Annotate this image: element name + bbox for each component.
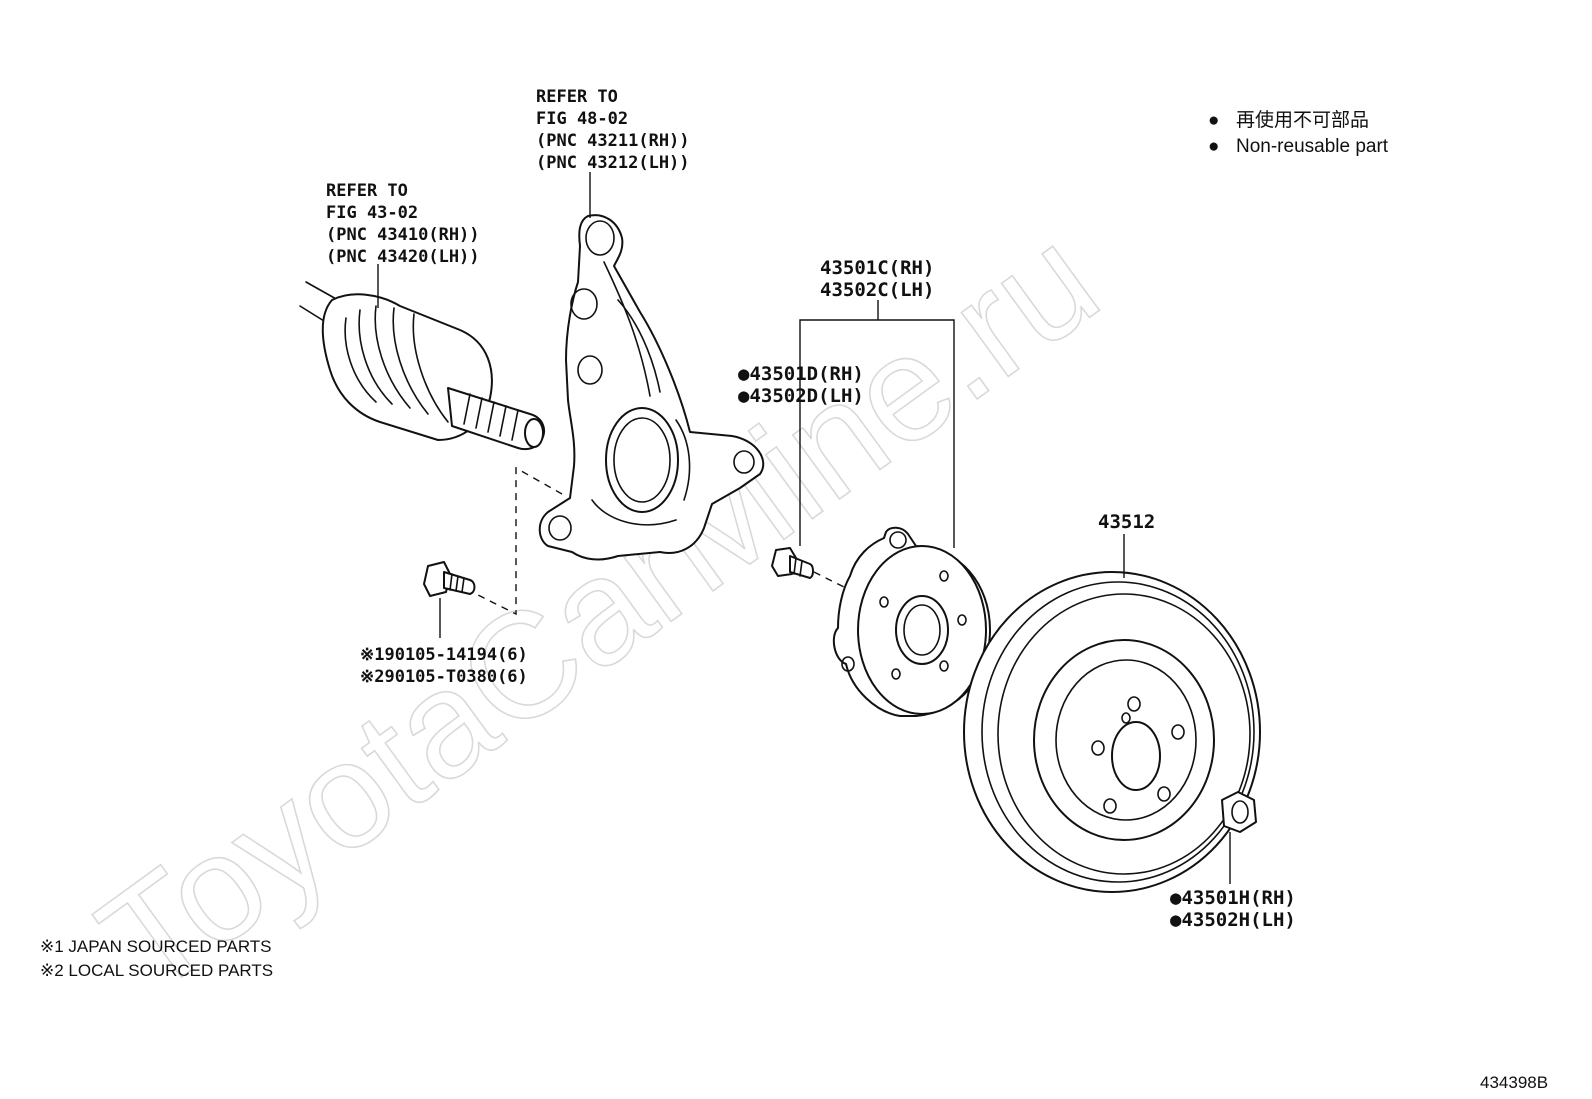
label-hub-nut: ●43501H(RH) ●43502H(LH) <box>1170 887 1296 931</box>
svg-text:(PNC 43211(RH)): (PNC 43211(RH)) <box>536 131 690 151</box>
legend-bullet-icon: ● <box>1208 110 1219 131</box>
label-hub-bolt: ●43501D(RH) ●43502D(LH) <box>738 363 864 407</box>
steering-knuckle-illustration[interactable] <box>538 214 765 561</box>
hub-bolt-illustration[interactable] <box>771 547 814 579</box>
svg-text:●43502D(LH): ●43502D(LH) <box>738 385 864 407</box>
label-drive-shaft: REFER TO FIG 43-02 (PNC 43410(RH)) (PNC … <box>326 181 480 267</box>
brake-rotor-illustration[interactable] <box>963 571 1261 893</box>
label-brake-rotor: 43512 <box>1098 511 1155 533</box>
hub-bearing-assembly-illustration[interactable] <box>832 526 991 717</box>
svg-text:43502C(LH): 43502C(LH) <box>820 279 934 301</box>
svg-text:※1 JAPAN SOURCED PARTS: ※1 JAPAN SOURCED PARTS <box>40 937 272 956</box>
svg-text:43501C(RH): 43501C(RH) <box>820 257 934 279</box>
svg-text:FIG 48-02: FIG 48-02 <box>536 109 628 129</box>
legend-text-jp: 再使用不可部品 <box>1236 109 1369 131</box>
svg-text:(PNC 43410(RH)): (PNC 43410(RH)) <box>326 225 480 245</box>
figure-id: 434398B <box>1480 1073 1548 1092</box>
legend-non-reusable: ● 再使用不可部品 ● Non-reusable part <box>1208 109 1389 157</box>
svg-text:(PNC 43212(LH)): (PNC 43212(LH)) <box>536 153 690 173</box>
svg-text:REFER TO: REFER TO <box>326 181 408 201</box>
svg-text:●43501H(RH): ●43501H(RH) <box>1170 887 1296 909</box>
label-knuckle: REFER TO FIG 48-02 (PNC 43211(RH)) (PNC … <box>536 87 690 173</box>
drive-shaft-illustration[interactable] <box>299 281 546 451</box>
legend-text-en: Non-reusable part <box>1236 136 1389 157</box>
hub-nut-illustration[interactable] <box>1221 791 1257 833</box>
svg-text:※190105-14194(6): ※190105-14194(6) <box>360 645 528 665</box>
svg-text:●43502H(LH): ●43502H(LH) <box>1170 909 1296 931</box>
svg-text:※290105-T0380(6): ※290105-T0380(6) <box>360 667 528 687</box>
svg-text:●43501D(RH): ●43501D(RH) <box>738 363 864 385</box>
svg-text:(PNC 43420(LH)): (PNC 43420(LH)) <box>326 247 480 267</box>
svg-text:※2 LOCAL SOURCED PARTS: ※2 LOCAL SOURCED PARTS <box>40 961 273 980</box>
label-knuckle-bolt: ※190105-14194(6) ※290105-T0380(6) <box>360 645 528 687</box>
sourcing-notes: ※1 JAPAN SOURCED PARTS ※2 LOCAL SOURCED … <box>40 937 273 980</box>
svg-text:FIG 43-02: FIG 43-02 <box>326 203 418 223</box>
knuckle-bolt-illustration[interactable] <box>423 561 476 597</box>
legend-bullet-icon: ● <box>1208 136 1219 157</box>
svg-text:REFER TO: REFER TO <box>536 87 618 107</box>
label-hub-assembly: 43501C(RH) 43502C(LH) <box>820 257 934 301</box>
